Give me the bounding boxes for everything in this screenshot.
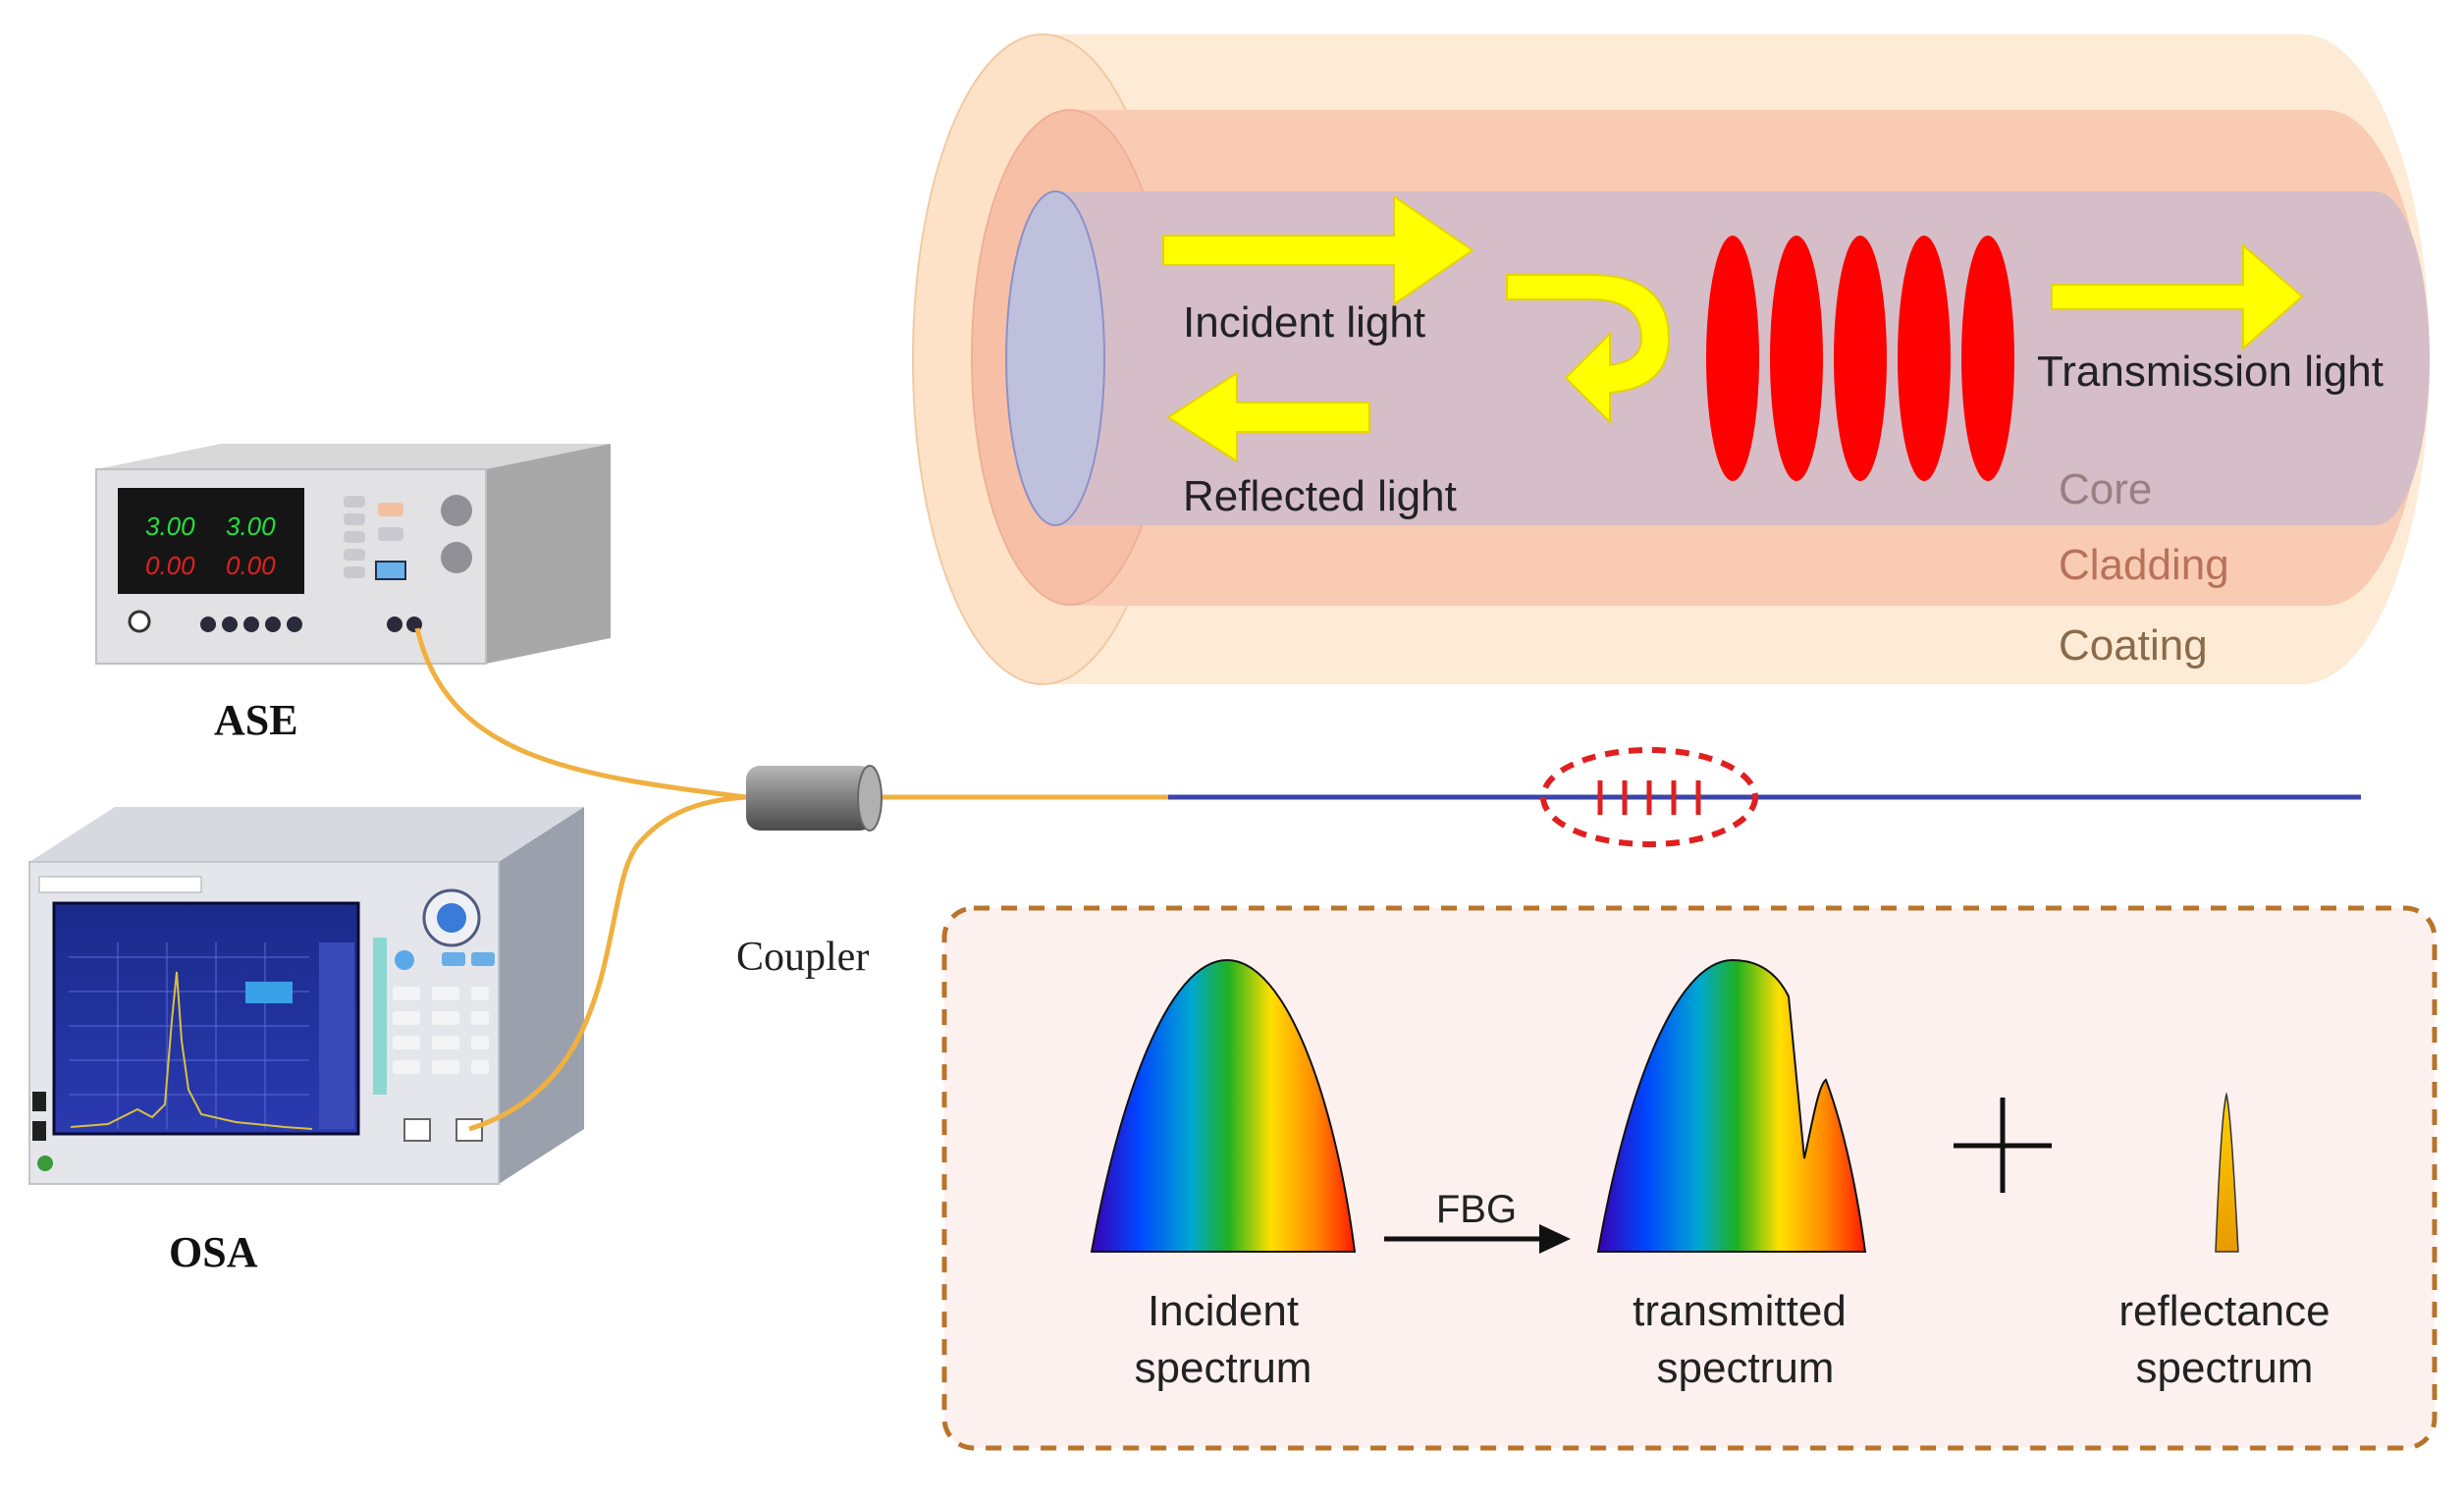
- coupler-icon: [746, 765, 883, 832]
- core-end-face: [1005, 190, 1105, 526]
- osa-side-face: [499, 807, 584, 1184]
- ase-knob: [441, 542, 472, 573]
- grating-fringe: [1706, 236, 1759, 481]
- ase-label: ASE: [214, 696, 298, 744]
- patch-cords: [414, 627, 1168, 1132]
- osa-softkeys: [319, 942, 354, 1129]
- osa-button: [395, 950, 414, 970]
- osa-screen: [52, 901, 360, 1136]
- transmitted-spectrum-label: spectrum: [1657, 1344, 1835, 1392]
- incident-spectrum-shape: [1090, 958, 1357, 1253]
- reflectance-spectrum-label: spectrum: [2136, 1344, 2314, 1392]
- plus-icon: [1954, 1098, 2052, 1193]
- ase-display-value: 3.00: [226, 511, 276, 541]
- transmission-light-label: Transmission light: [2037, 348, 2384, 396]
- osa-patch-cord: [468, 794, 747, 1132]
- ase-display: [118, 488, 304, 594]
- osa-marker-box: [245, 982, 293, 1003]
- osa-spectrum-trace: [70, 971, 313, 1130]
- osa-port: [403, 1118, 431, 1142]
- incident-light-label: Incident light: [1183, 298, 1425, 347]
- fbg-arrow-label: FBG: [1436, 1188, 1517, 1231]
- osa-label: OSA: [169, 1228, 258, 1276]
- grating-fringe: [1898, 236, 1951, 481]
- transmitted-spectrum-shape: [1596, 958, 1867, 1253]
- incident-spectrum-label: spectrum: [1135, 1344, 1312, 1392]
- fiber-structure: Incident light Reflected light Transmiss…: [912, 33, 2430, 685]
- osa-device: OSA: [28, 807, 584, 1276]
- osa-power-led: [37, 1155, 53, 1171]
- osa-rotary-knob-center: [437, 903, 466, 933]
- osa-keypad: [373, 938, 495, 1095]
- ase-top-face: [96, 444, 611, 469]
- osa-screen-grid: [69, 942, 309, 1129]
- ase-display-value: 3.00: [145, 511, 195, 541]
- ase-buttons: [344, 496, 406, 580]
- incident-arrow-icon: [1162, 194, 1474, 306]
- fbg-arrow-head-icon: [1539, 1224, 1571, 1254]
- transmitted-spectrum-label: transmitted: [1633, 1287, 1847, 1335]
- bragg-grating: [1706, 236, 2014, 481]
- ase-patch-cord: [414, 627, 747, 800]
- ase-display-value: 0.00: [226, 551, 276, 580]
- core-label: Core: [2059, 465, 2152, 513]
- osa-side-port: [32, 1121, 46, 1141]
- spectra-panel: Incident spectrum FBG transmitted spectr…: [941, 905, 2437, 1451]
- ase-power-button: [128, 610, 151, 633]
- osa-title-strip: [38, 876, 202, 893]
- reflected-light-label: Reflected light: [1183, 472, 1457, 520]
- grating-fringe: [1961, 236, 2014, 481]
- osa-port: [455, 1118, 483, 1142]
- grating-highlight-ellipse: [1540, 747, 1758, 847]
- osa-side-port: [32, 1092, 46, 1111]
- reflectance-spectrum-label: reflectance: [2118, 1287, 2330, 1335]
- cladding-label: Cladding: [2059, 541, 2229, 589]
- ase-knob: [441, 495, 472, 526]
- ase-display-value: 0.00: [145, 551, 195, 580]
- reflection-turn-arrow-icon: [1506, 274, 1671, 425]
- reflectance-spectrum-shape: [2215, 1092, 2239, 1253]
- grating-fringe: [1834, 236, 1887, 481]
- coupler-label: Coupler: [736, 935, 869, 980]
- reflected-arrow-icon: [1166, 371, 1370, 463]
- osa-top-face: [29, 807, 584, 862]
- incident-spectrum-label: Incident: [1148, 1287, 1299, 1335]
- ase-side-face: [486, 444, 611, 664]
- fbg-grating-marker: [1540, 747, 1758, 847]
- grating-fringe: [1770, 236, 1823, 481]
- transmission-arrow-icon: [2051, 242, 2304, 351]
- coating-label: Coating: [2059, 621, 2208, 670]
- ase-device: 3.00 3.00 0.00 0.00 ASE: [95, 444, 611, 744]
